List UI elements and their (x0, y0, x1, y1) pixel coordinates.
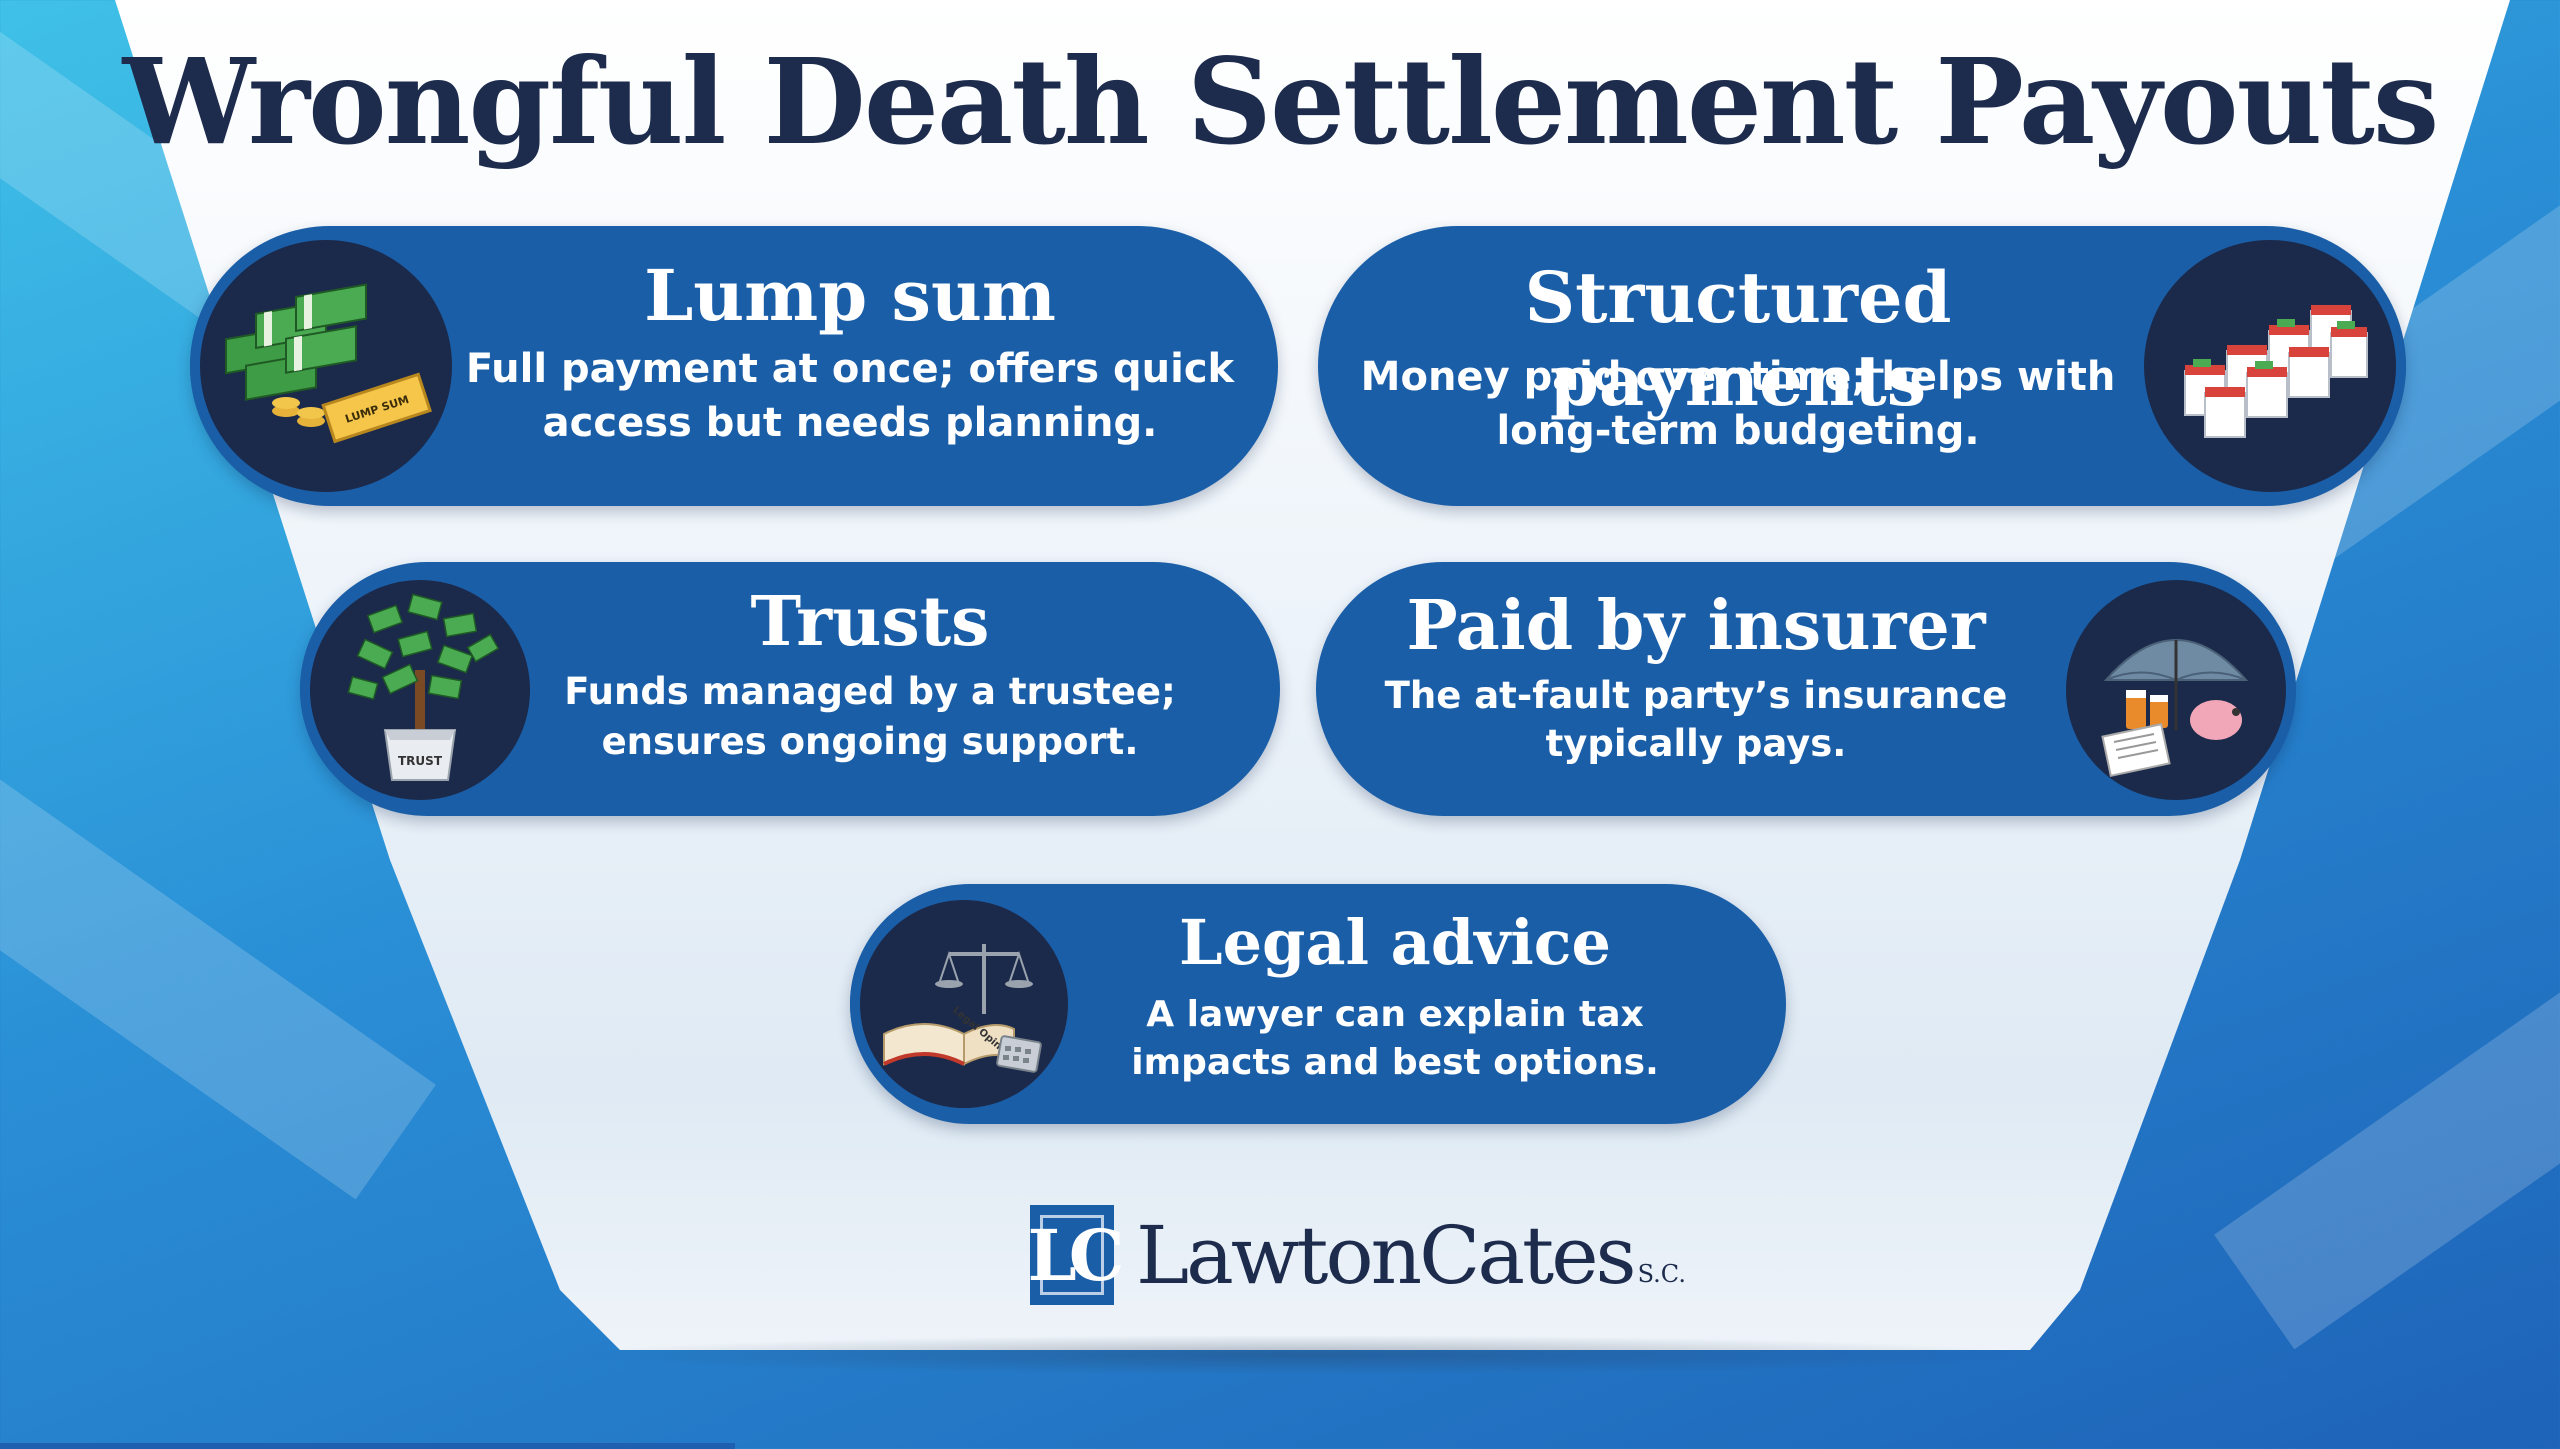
bottom-accent-bar (0, 1443, 735, 1449)
logo-mark: LC (1028, 1205, 1124, 1305)
card-description-line: long-term budgeting. (1496, 408, 1980, 454)
money-tree-icon: TRUST (347, 593, 500, 781)
background-stripe (0, 740, 436, 1200)
card-description-line: The at-fault party’s insurance (1384, 674, 2008, 717)
company-logo: LC LawtonCates S.C. (1028, 1200, 1686, 1310)
structured-payments-icon-circle (2134, 230, 2406, 502)
card-description-line: A lawyer can explain tax (1146, 994, 1644, 1035)
insurer-icon-circle (2056, 570, 2296, 810)
card-description-line: Full payment at once; offers quick (465, 346, 1235, 392)
lump-sum-icon-circle: LUMP SUM (190, 230, 462, 502)
trusts-icon-circle: TRUST (300, 570, 540, 810)
card-description-line: typically pays. (1545, 722, 1847, 765)
card-title: Lump sum (644, 254, 1056, 337)
logo-wordmark: LawtonCates (1136, 1208, 1637, 1302)
calendar-icon (2184, 305, 2368, 438)
page-title: Wrongful Death Settlement Payouts (122, 32, 2440, 171)
card-title: Trusts (750, 582, 990, 662)
card-title: Legal advice (1178, 906, 1611, 979)
trust-pot-label: TRUST (398, 754, 443, 768)
panel-shadow (560, 1335, 2040, 1375)
card-description-line: impacts and best options. (1131, 1042, 1659, 1083)
umbrella-insurance-icon (2101, 639, 2249, 777)
money-stack-icon: LUMP SUM (225, 283, 432, 444)
legal-advice-icon-circle: Legal Opinion (850, 890, 1078, 1118)
logo-suffix: S.C. (1637, 1260, 1686, 1288)
card-description-line: Funds managed by a trustee; (564, 670, 1176, 713)
card-title: Structured payments (1524, 256, 1952, 422)
scales-law-book-icon: Legal Opinion (883, 944, 1042, 1073)
card-title: Paid by insurer (1406, 586, 1986, 666)
card-description-line: access but needs planning. (542, 400, 1158, 446)
card-description-line: Money paid over time; helps with (1360, 354, 2116, 400)
background-stripe (2214, 890, 2560, 1350)
card-description-line: ensures ongoing support. (601, 720, 1139, 763)
